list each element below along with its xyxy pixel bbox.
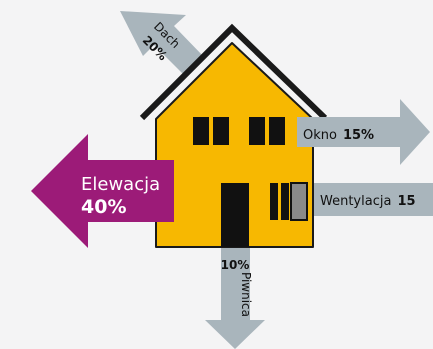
wall-label-name: Elewacja xyxy=(81,174,160,195)
basement-label-name: Piwnica xyxy=(239,272,253,317)
window-label-value: 15% xyxy=(343,128,374,143)
roof-arrow xyxy=(120,11,205,77)
house xyxy=(139,23,328,248)
ventilation-label: Wentylacja 15 xyxy=(320,194,416,209)
wall-label-value: 40% xyxy=(81,196,126,218)
window-arrow xyxy=(297,99,430,165)
door xyxy=(221,183,249,247)
basement-label-value: 10% xyxy=(221,258,250,272)
vent-grille xyxy=(290,182,308,221)
wall-arrow xyxy=(31,134,174,248)
ventilation-label-name: Wentylacja xyxy=(320,194,391,209)
ventilation-label-value: 15 xyxy=(397,194,415,209)
ventilation-arrow xyxy=(314,183,433,216)
house-roof-outline xyxy=(139,23,328,121)
window-label-name: Okno xyxy=(303,128,337,143)
basement-arrow xyxy=(205,247,265,349)
window-label: Okno 15% xyxy=(303,128,374,143)
